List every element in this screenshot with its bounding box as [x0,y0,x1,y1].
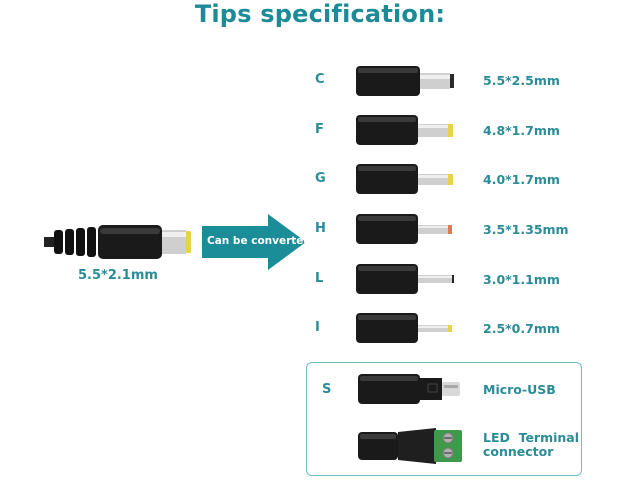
led-terminal-label: LED Terminal connector [483,431,579,459]
tip-size: 4.8*1.7mm [483,123,560,138]
tip-i-image [356,313,452,343]
conversion-arrow [202,214,306,270]
tip-size: 4.0*1.7mm [483,172,560,187]
tip-size: 2.5*0.7mm [483,321,560,336]
micro-usb-adapter-image [358,374,460,404]
dc-plug-5.5x2.1-image [44,225,191,259]
tip-letter: G [315,171,326,186]
source-size-label: 5.5*2.1mm [78,268,158,283]
tip-letter: I [315,320,320,335]
tip-letter: F [315,122,324,137]
tip-f-image [356,115,453,145]
tip-letter: H [315,221,326,236]
led-terminal-adapter-image [358,428,462,464]
tip-size: 3.0*1.1mm [483,272,560,287]
tip-letter: L [315,271,324,286]
special-adapters-box [306,362,582,476]
led-terminal-label-line1: LED Terminal [483,430,580,445]
tip-letter: C [315,72,325,87]
page-title: Tips specification: [194,0,446,28]
tip-size: 3.5*1.35mm [483,222,569,237]
arrow-label: Can be converted [207,235,311,247]
led-terminal-label-line2: connector [483,444,554,459]
tip-h-image [356,214,452,244]
tip-c-image [356,66,454,96]
tip-letter-s: S [322,382,332,397]
tip-l-image [356,264,454,294]
tip-size: 5.5*2.5mm [483,73,560,88]
tip-g-image [356,164,453,194]
micro-usb-label: Micro-USB [483,382,556,397]
